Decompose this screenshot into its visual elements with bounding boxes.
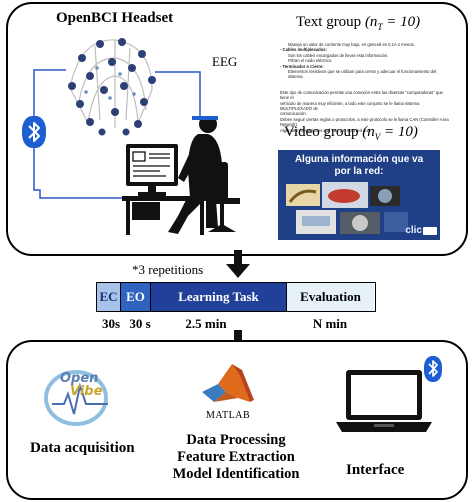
doc-line: Algunas informaciones que van por esta r… bbox=[280, 127, 372, 133]
laptop-icon bbox=[336, 370, 432, 432]
doc-line: vehículo de manera muy eficiente, a todo… bbox=[280, 100, 420, 112]
text-document-preview: Maneja un valor de corriente muy bajo, e… bbox=[280, 42, 452, 133]
doc-line: Deben seguir ciertas reglas o protocolos… bbox=[280, 116, 449, 128]
duration-evaluation: N min bbox=[312, 316, 348, 331]
doc-line: Este tipo de comunicación permite una co… bbox=[280, 89, 443, 101]
doc-line: Maneja un valor de corriente muy bajo, e… bbox=[288, 42, 415, 47]
video-group-label: Video group (nV = 10) bbox=[284, 124, 418, 142]
interface-label: Interface bbox=[346, 462, 405, 478]
doc-line: - Cables multiplexados: bbox=[280, 47, 328, 53]
data-acquisition-label: Data acquisition bbox=[30, 440, 135, 456]
segment-eo: EO bbox=[121, 283, 151, 311]
video-thumbnail[interactable]: Alguna información que va por la red: cl… bbox=[278, 150, 440, 240]
video-title: Alguna información que va por la red: bbox=[294, 154, 424, 177]
openvibe-logo bbox=[44, 370, 108, 426]
duration-ec: 30s bbox=[101, 316, 121, 331]
processing-labels: Data Processing Feature Extraction Model… bbox=[156, 432, 316, 483]
doc-line: Elementos resistivos que se utilizan par… bbox=[288, 69, 437, 80]
headset-label: OpenBCI Headset bbox=[56, 10, 174, 26]
computer-user-illustration bbox=[122, 116, 240, 235]
doc-line: - Terminador o Cierre: bbox=[280, 63, 324, 69]
text-group-label: Text group (nT = 10) bbox=[296, 14, 421, 32]
openvibe-logo-text: Open Vibe bbox=[60, 371, 103, 399]
doc-line: comunicación. bbox=[280, 111, 307, 117]
segment-evaluation: Evaluation bbox=[287, 283, 374, 311]
duration-learning-task: 2.5 min bbox=[185, 316, 227, 331]
headset-illustration bbox=[68, 38, 156, 136]
segment-ec: EC bbox=[97, 283, 121, 311]
bluetooth-icon bbox=[22, 116, 46, 148]
down-arrow-icon bbox=[226, 250, 250, 278]
video-watermark: clic bbox=[405, 225, 422, 236]
protocol-timeline: EC EO Learning Task Evaluation bbox=[96, 282, 376, 312]
data-processing-label: Data Processing bbox=[186, 432, 286, 448]
duration-eo: 30 s bbox=[129, 316, 151, 331]
video-watermark-badge bbox=[423, 227, 437, 235]
feature-extraction-label: Feature Extraction bbox=[177, 449, 295, 465]
repetitions-label: *3 repetitions bbox=[132, 262, 204, 277]
matlab-logo-text: MATLAB bbox=[206, 410, 251, 421]
video-collage bbox=[286, 182, 408, 234]
doc-line: Filtran el ruido eléctrico. bbox=[288, 58, 333, 64]
matlab-logo bbox=[202, 364, 254, 402]
model-identification-label: Model Identification bbox=[172, 466, 300, 482]
eeg-label: EEG bbox=[212, 54, 238, 69]
segment-learning-task: Learning Task bbox=[151, 283, 287, 311]
bluetooth-icon bbox=[424, 356, 442, 382]
doc-line: Son los cables encargados de llevar esta… bbox=[288, 52, 389, 58]
